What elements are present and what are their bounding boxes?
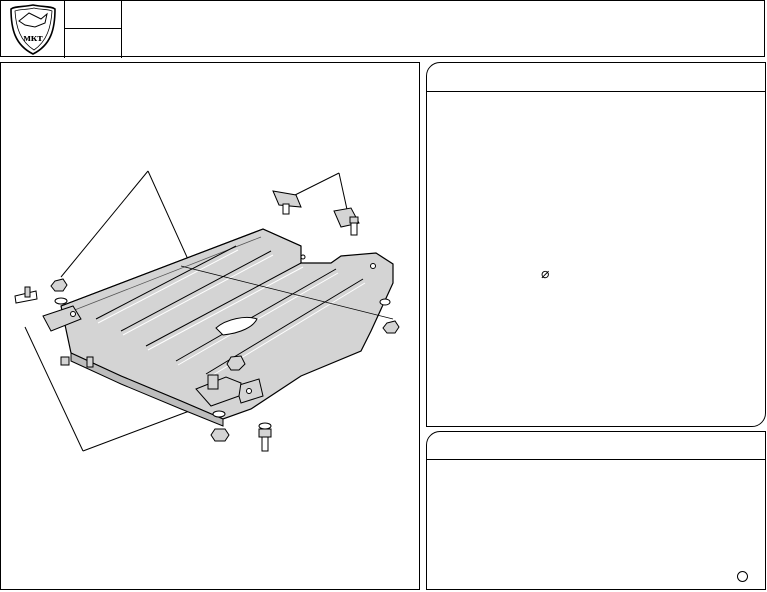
skid-plate-icon	[42, 228, 394, 427]
info-panel-divider	[427, 91, 765, 92]
notes-panel	[426, 431, 766, 590]
code-cell-bottom	[65, 29, 122, 58]
info-panel	[426, 62, 766, 427]
logo: мкт	[1, 1, 65, 58]
logo-text: мкт	[23, 32, 43, 44]
bolt-icon	[258, 428, 272, 452]
bracket-icon	[272, 190, 360, 236]
bracket-icon	[195, 374, 242, 407]
nut-icon	[50, 278, 400, 371]
notes-panel-divider	[427, 459, 765, 460]
circle-icon	[737, 571, 748, 582]
nut-icon	[210, 428, 230, 442]
skid-plate-drawing	[14, 170, 400, 452]
shield-logo-icon: мкт	[10, 4, 56, 55]
code-cell-top	[65, 1, 122, 29]
header-title-block: мкт	[0, 0, 765, 58]
diameter-icon: ⌀	[541, 265, 550, 281]
drawing-panel	[0, 62, 420, 590]
bolt-icon	[14, 286, 38, 304]
